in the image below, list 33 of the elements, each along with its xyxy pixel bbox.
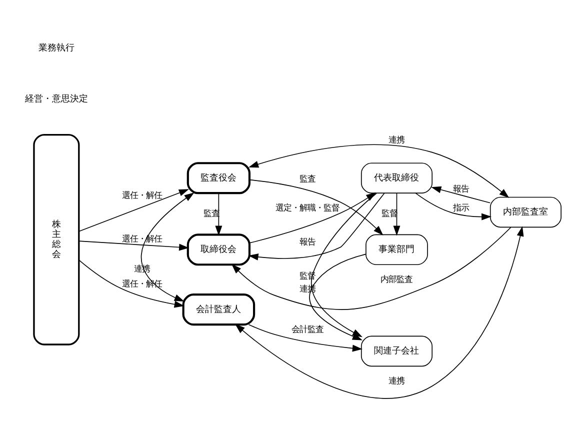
arrow [141, 192, 194, 302]
edge-label: 選任・解任 [122, 278, 162, 288]
arrow [415, 192, 492, 220]
label: 経営・意思決定 [24, 94, 88, 104]
node-box: 株主総会 [33, 134, 80, 346]
edge-label: 連携 [388, 376, 405, 386]
edge-label: 会計監査 [292, 324, 324, 334]
node-box: 内部監査室 [490, 196, 562, 228]
edge-label: 連携 [388, 134, 405, 144]
arrow [78, 189, 189, 232]
edge-label: 選任・解任 [122, 190, 162, 200]
arrow [431, 186, 491, 204]
arrow [234, 226, 524, 399]
edge-label: 内部監査 [380, 274, 413, 284]
edge-label: 選任・解任 [122, 233, 162, 244]
arrow [249, 179, 384, 236]
arrow [78, 240, 190, 251]
arrow [78, 260, 184, 308]
edge-label: 指示 [453, 202, 470, 213]
node-box: 事業部門 [366, 234, 428, 266]
edge-label: 監査 [300, 173, 316, 184]
edge-label: 選定・解職・監督 [276, 202, 340, 213]
node-box: 監査役会 [186, 162, 251, 194]
arrow [309, 254, 366, 340]
node-box: 関連子会社 [360, 336, 433, 367]
edge-label: 報告 [453, 183, 470, 194]
arrow [248, 144, 510, 198]
edge-label: 報告 [300, 236, 316, 247]
arrow [231, 226, 512, 310]
label: 業務執行 [38, 44, 74, 54]
node-box: 会計監査人 [182, 294, 256, 326]
node-box: 取締役会 [186, 234, 251, 266]
node-box: 代表取締役 [360, 162, 433, 194]
